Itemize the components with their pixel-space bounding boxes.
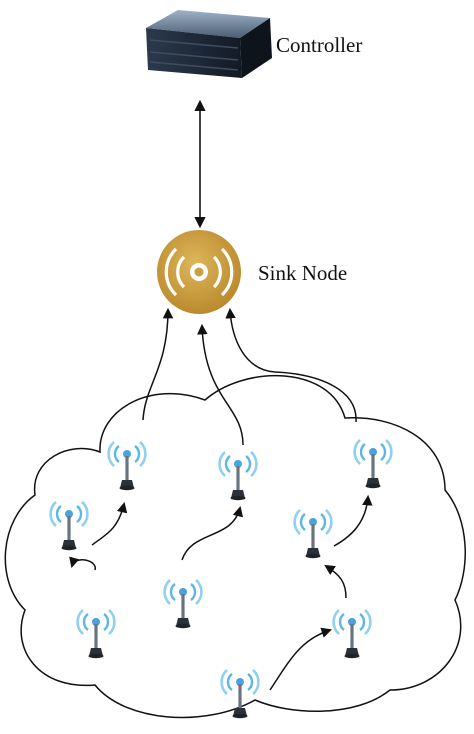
sensor-node-icon xyxy=(353,438,393,490)
sensor-node-icon xyxy=(218,450,258,502)
sensor-node-icon xyxy=(76,608,116,660)
route-to-sink-right xyxy=(225,307,357,423)
wireless-signal-icon xyxy=(157,230,241,314)
sensor-node-icon xyxy=(107,440,147,492)
network-cloud-boundary xyxy=(4,374,466,719)
route-to-sink-center xyxy=(197,323,244,446)
sensor-node-icon xyxy=(49,500,89,552)
hop-link xyxy=(91,501,128,546)
hop-link xyxy=(181,505,244,561)
sensor-node-icon xyxy=(293,508,333,560)
hop-link xyxy=(69,556,96,571)
sensor-node-icon xyxy=(332,608,372,660)
sink-node-label: Sink Node xyxy=(258,261,347,285)
server-icon xyxy=(146,10,272,78)
sensor-node-icon xyxy=(163,578,203,630)
route-to-sink-left xyxy=(142,307,174,421)
hop-link xyxy=(324,564,347,599)
controller-label: Controller xyxy=(276,33,362,57)
hop-link xyxy=(269,627,332,691)
hop-link xyxy=(333,494,373,547)
